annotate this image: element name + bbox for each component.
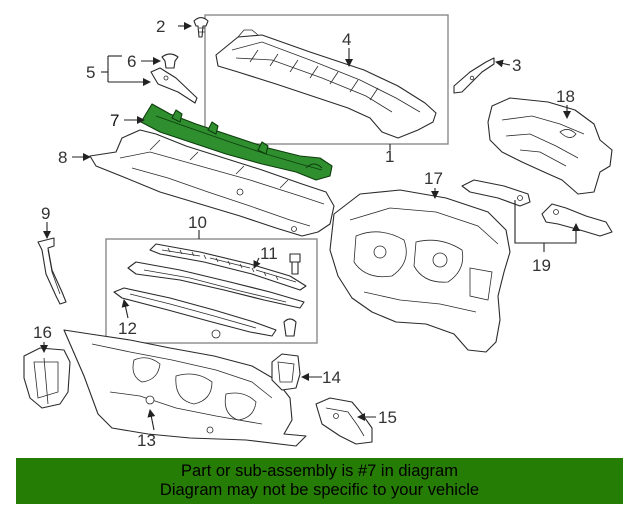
- callout-14[interactable]: 14: [322, 368, 341, 387]
- banner-line-2: Diagram may not be specific to your vehi…: [159, 481, 480, 499]
- part-17-instrument-panel[interactable]: [329, 189, 511, 353]
- callout-8[interactable]: 8: [58, 148, 67, 167]
- callout-numbers: 1 2 3 4 5 6 7 8 9 10 11 12 13 14 15 16 1…: [33, 17, 575, 450]
- callout-6[interactable]: 6: [127, 52, 136, 71]
- bolt-fastener[interactable]: [289, 253, 301, 275]
- part-6-clip[interactable]: [161, 53, 179, 69]
- callout-12[interactable]: 12: [118, 319, 137, 338]
- callout-16[interactable]: 16: [33, 323, 52, 342]
- banner-line-1: Part or sub-assembly is #7 in diagram: [181, 462, 458, 480]
- leader-lines: [40, 22, 580, 431]
- part-12-lower-panel[interactable]: [113, 287, 277, 339]
- callout-5[interactable]: 5: [86, 63, 95, 82]
- callout-4[interactable]: 4: [342, 30, 351, 49]
- part-15-bracket[interactable]: [315, 397, 373, 445]
- part-8-cowl-panel[interactable]: [89, 129, 335, 237]
- notice-banner: Part or sub-assembly is #7 in diagram Di…: [16, 458, 623, 504]
- part-9-rod[interactable]: [37, 237, 67, 305]
- callout-17[interactable]: 17: [424, 169, 443, 188]
- group-box-10: [105, 238, 318, 344]
- part-11-strip[interactable]: [149, 243, 307, 291]
- part-14-bracket[interactable]: [271, 353, 301, 391]
- callout-19[interactable]: 19: [532, 256, 551, 275]
- callout-3[interactable]: 3: [512, 56, 521, 75]
- part-19-bracket-left[interactable]: [461, 179, 531, 207]
- part-2-clip[interactable]: [193, 16, 209, 38]
- callout-2[interactable]: 2: [156, 17, 165, 36]
- part-10-seal[interactable]: [127, 261, 305, 309]
- exploded-parts-diagram: 1 2 3 4 5 6 7 8 9 10 11 12 13 14 15 16 1…: [23, 14, 613, 450]
- part-18-insulator[interactable]: [487, 97, 613, 195]
- clip-fastener[interactable]: [283, 318, 297, 337]
- callout-13[interactable]: 13: [137, 431, 156, 450]
- callout-15[interactable]: 15: [378, 408, 397, 427]
- part-16-side-panel[interactable]: [23, 347, 71, 409]
- part-3-bracket[interactable]: [453, 57, 495, 94]
- part-7-cowl-top-panel[interactable]: [140, 103, 333, 181]
- part-19-bracket-right[interactable]: [541, 203, 613, 237]
- part-13-dash-panel[interactable]: [63, 329, 307, 447]
- callout-10[interactable]: 10: [188, 213, 207, 232]
- callout-9[interactable]: 9: [41, 204, 50, 223]
- part-4-cowl-screen[interactable]: [215, 29, 437, 139]
- callout-18[interactable]: 18: [556, 87, 575, 106]
- part-5-bracket[interactable]: [150, 67, 198, 104]
- callout-7[interactable]: 7: [110, 111, 119, 130]
- group-box-1: [204, 14, 449, 145]
- callout-1[interactable]: 1: [385, 147, 394, 166]
- callout-11[interactable]: 11: [260, 244, 278, 263]
